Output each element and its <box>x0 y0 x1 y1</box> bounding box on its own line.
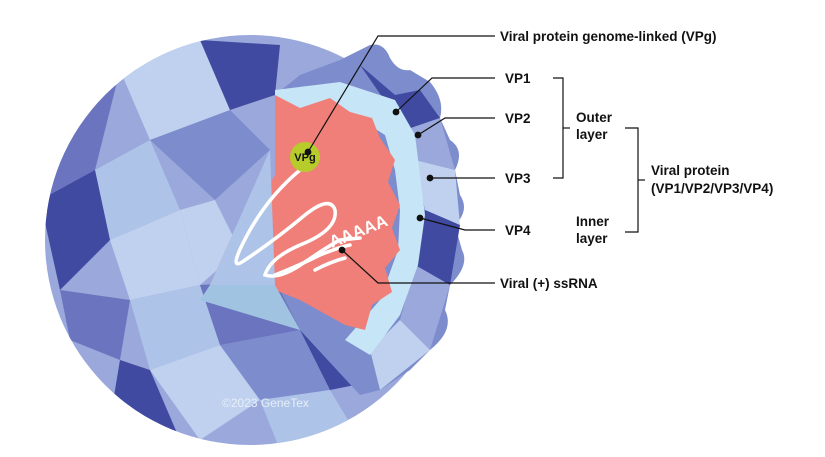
label-outer-layer-1: Outer <box>576 110 613 125</box>
leader-lines <box>304 35 645 284</box>
copyright-text: ©2023 GeneTex <box>222 396 309 410</box>
label-vp4: VP4 <box>505 223 531 238</box>
label-viral-protein-2: (VP1/VP2/VP3/VP4) <box>651 181 773 196</box>
label-vpg: Viral protein genome-linked (VPg) <box>500 29 717 44</box>
label-outer-layer-2: layer <box>576 127 608 142</box>
label-inner-layer-2: layer <box>576 231 608 246</box>
vpg-badge: VPg <box>290 142 320 172</box>
label-vp1: VP1 <box>505 71 531 86</box>
label-vp3: VP3 <box>505 171 531 186</box>
label-vp2: VP2 <box>505 111 531 126</box>
label-inner-layer-1: Inner <box>576 214 610 229</box>
svg-text:VPg: VPg <box>294 152 315 164</box>
label-viral-protein-1: Viral protein <box>651 163 730 178</box>
label-rna: Viral (+) ssRNA <box>500 276 598 291</box>
rna-strand <box>234 168 362 278</box>
